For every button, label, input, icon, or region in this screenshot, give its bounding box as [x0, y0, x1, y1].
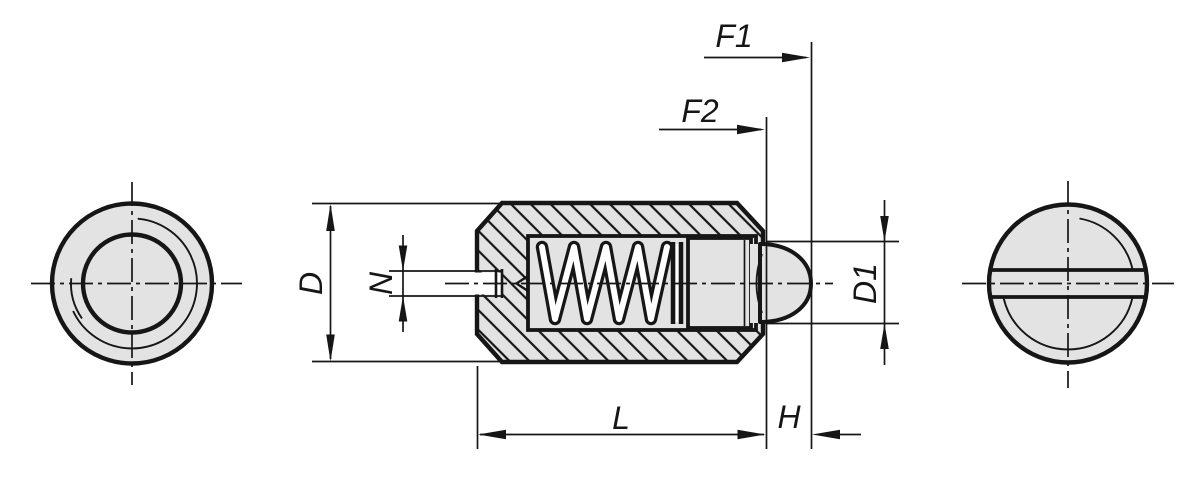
dim-label-f1: F1: [715, 18, 752, 54]
spring-coil-core: [539, 244, 670, 322]
f2-arrowhead: [737, 124, 765, 135]
f1-arrowhead: [782, 52, 810, 63]
l-arrowhead-left: [478, 429, 506, 440]
dimension-d1: D1: [766, 200, 899, 365]
left-end-view: [31, 182, 242, 385]
d1-arrowhead-bottom: [880, 323, 889, 349]
dim-label-d1: D1: [847, 263, 883, 304]
l-arrowhead-right: [737, 429, 766, 440]
section-view: [389, 200, 833, 365]
d-arrowhead-bottom: [326, 334, 335, 362]
chamfer-arc-upper: [1079, 217, 1134, 270]
dim-label-h: H: [777, 399, 801, 435]
d1-arrowhead-top: [880, 216, 889, 242]
dimension-n: N: [363, 235, 408, 332]
right-end-view: [962, 181, 1174, 388]
dimension-d: D: [293, 202, 500, 363]
dimension-f1: F1: [704, 18, 813, 449]
dim-label-l: L: [612, 400, 630, 436]
dim-label-d: D: [293, 272, 329, 295]
drill-point: [514, 274, 529, 293]
n-arrowhead-bottom: [398, 296, 408, 322]
dim-label-f2: F2: [681, 93, 719, 129]
h-arrowhead: [812, 429, 840, 440]
dimension-l: L: [476, 366, 766, 449]
n-arrowhead-top: [398, 245, 408, 271]
dimension-f2: F2: [659, 93, 768, 449]
dim-label-n: N: [363, 271, 399, 295]
d-arrowhead-top: [326, 204, 335, 231]
dimension-h: H: [777, 399, 861, 440]
dimensions: F1 F2 D N: [293, 18, 899, 449]
thread-arc: [72, 217, 198, 350]
thread-runout-arc: [70, 278, 83, 320]
